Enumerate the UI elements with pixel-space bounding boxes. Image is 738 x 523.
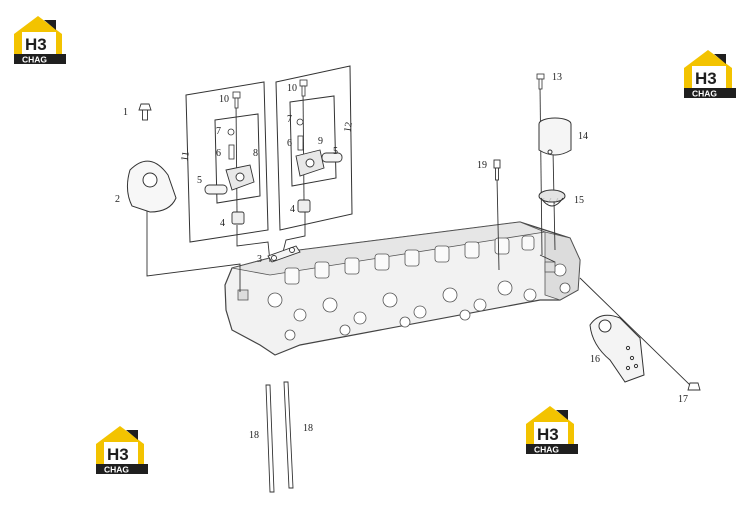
part-19-sensor [493, 159, 501, 181]
cylinder-head [224, 221, 581, 356]
callout-14: 14 [578, 131, 588, 142]
part-3-plate [267, 245, 301, 263]
svg-text:H3: H3 [107, 445, 129, 464]
svg-text:H3: H3 [695, 69, 717, 88]
callout-19: 19 [477, 160, 487, 171]
callout-12: 12 [342, 121, 355, 133]
svg-text:H3: H3 [25, 35, 47, 54]
part-8-rocker-arm [225, 164, 255, 191]
part-16-lifting-bracket [589, 314, 645, 383]
part-14-housing [538, 117, 572, 156]
part-5-shaft [204, 152, 343, 195]
callout-1: 1 [123, 107, 128, 118]
leader-lines [146, 85, 691, 386]
h3-chag-logo-icon: H3 CHAG [14, 16, 66, 65]
brand-logo-bottom-left: H3 CHAG [92, 424, 150, 474]
callout-7b: 7 [287, 114, 292, 125]
h3-chag-logo-icon: H3 CHAG [684, 50, 736, 99]
h3-chag-logo-icon: H3 CHAG [526, 406, 578, 455]
svg-text:H3: H3 [537, 425, 559, 444]
part-18-push-rod [265, 381, 294, 493]
callout-9: 9 [318, 136, 323, 147]
callout-15: 15 [574, 195, 584, 206]
part-2-bracket [126, 160, 177, 213]
callout-2: 2 [115, 194, 120, 205]
part-15-thermostat [538, 189, 566, 207]
callout-6b: 6 [287, 138, 292, 149]
part-9-rocker-arm [295, 149, 325, 177]
callout-5a: 5 [197, 175, 202, 186]
svg-text:CHAG: CHAG [22, 55, 47, 65]
callout-16: 16 [590, 354, 600, 365]
callout-6a: 6 [216, 148, 221, 159]
callout-17: 17 [678, 394, 688, 405]
callout-4b: 4 [290, 204, 295, 215]
callout-18a: 18 [249, 430, 259, 441]
part-6-7-adjuster [227, 118, 304, 160]
callout-4a: 4 [220, 218, 225, 229]
part-17-bolt [687, 382, 701, 391]
part-1-bolt [138, 103, 152, 121]
callout-7a: 7 [216, 126, 221, 137]
brand-logo-bottom-right: H3 CHAG [522, 404, 580, 454]
callout-13: 13 [552, 72, 562, 83]
callout-8: 8 [253, 148, 258, 159]
callout-10b: 10 [287, 83, 297, 94]
callout-3: 3 [257, 254, 262, 265]
h3-chag-logo-icon: H3 CHAG [96, 426, 148, 475]
rocker-assembly-frames [185, 65, 353, 243]
svg-text:CHAG: CHAG [692, 89, 717, 99]
brand-logo-top-right: H3 CHAG [680, 48, 738, 98]
callout-10a: 10 [219, 94, 229, 105]
part-4-rocker-support [231, 199, 311, 225]
brand-logo-top-left: H3 CHAG [10, 14, 68, 64]
svg-text:CHAG: CHAG [104, 465, 129, 475]
part-10-bolt [232, 79, 308, 109]
callout-5b: 5 [333, 146, 338, 157]
callout-11: 11 [179, 151, 192, 162]
callout-18b: 18 [303, 423, 313, 434]
part-13-bolt [536, 73, 545, 90]
callout-labels: 1 2 3 4 4 5 5 6 6 7 7 8 9 10 10 11 12 13… [115, 72, 688, 441]
svg-text:CHAG: CHAG [534, 445, 559, 455]
